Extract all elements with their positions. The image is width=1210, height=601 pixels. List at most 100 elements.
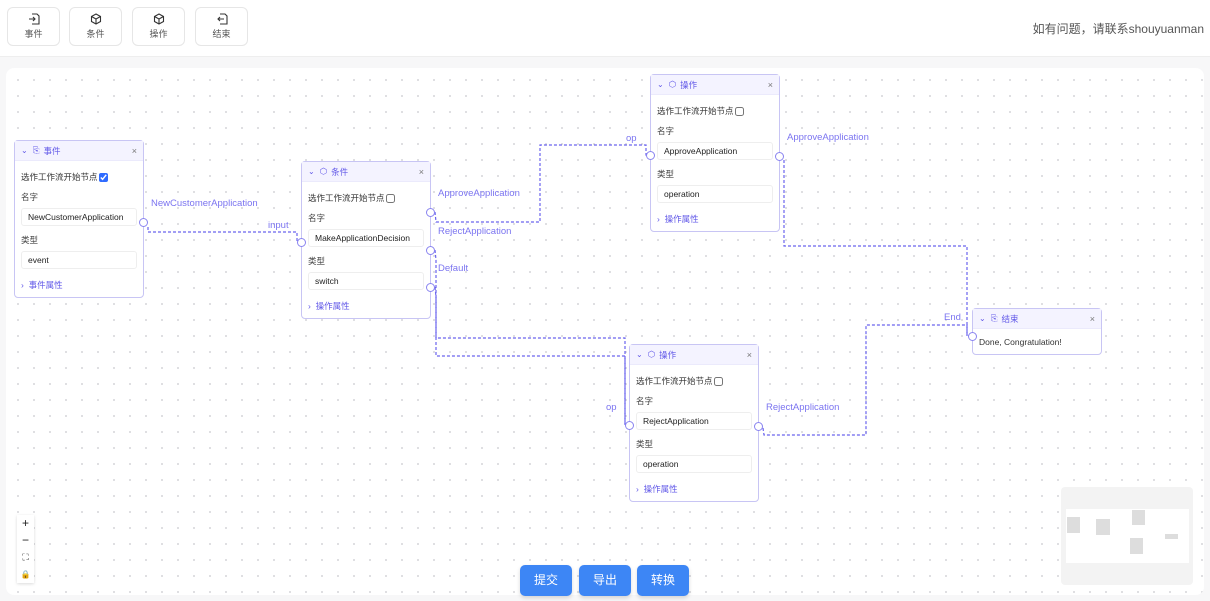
close-icon[interactable]: ×: [767, 79, 773, 90]
edge-label: End: [944, 312, 961, 323]
node-header[interactable]: ⌄ ⬡操作 ×: [630, 345, 758, 365]
properties-label: 事件属性: [28, 280, 63, 290]
input-handle[interactable]: [968, 332, 977, 341]
cube-icon: ⬡: [647, 349, 656, 359]
properties-label: 操作属性: [664, 214, 699, 224]
add-operation-button[interactable]: 操作: [132, 7, 185, 46]
zoom-in-button[interactable]: +: [21, 516, 29, 530]
properties-label: 操作属性: [643, 484, 678, 494]
zoom-out-button[interactable]: −: [21, 533, 29, 547]
node-header[interactable]: ⌄ ⬡条件 ×: [302, 162, 430, 182]
edge-label: RejectApplication: [766, 402, 840, 413]
chevron-down-icon[interactable]: ⌄: [21, 146, 28, 155]
add-event-button[interactable]: 事件: [7, 7, 60, 46]
help-text: 如有问题，请联系shouyuanman: [1032, 22, 1204, 36]
name-input[interactable]: MakeApplicationDecision: [308, 229, 424, 247]
name-label: 名字: [636, 396, 654, 406]
chevron-down-icon[interactable]: ⌄: [308, 167, 315, 176]
node-header[interactable]: ⌄ ⎘结束 ×: [973, 309, 1101, 329]
edge-label: ApproveApplication: [787, 132, 869, 143]
name-input[interactable]: NewCustomerApplication: [21, 208, 137, 226]
start-node-checkbox[interactable]: [98, 172, 108, 182]
name-input[interactable]: RejectApplication: [636, 412, 752, 430]
type-label: 类型: [657, 169, 675, 179]
fit-view-button[interactable]: ⛶: [22, 552, 29, 562]
node-title: 事件: [43, 145, 61, 156]
chevron-down-icon[interactable]: ⌄: [657, 80, 664, 89]
lock-button[interactable]: 🔒: [20, 570, 31, 579]
edge-label: op: [626, 133, 637, 144]
chevron-down-icon[interactable]: ⌄: [979, 314, 986, 323]
type-input[interactable]: operation: [636, 455, 752, 473]
output-handle[interactable]: [139, 218, 148, 227]
input-handle[interactable]: [646, 151, 655, 160]
zoom-controls: + − ⛶ 🔒: [17, 515, 34, 583]
edge-label: ApproveApplication: [438, 188, 520, 199]
cube-icon: [90, 13, 101, 25]
start-node-checkbox[interactable]: [734, 106, 744, 116]
export-button[interactable]: 导出: [579, 565, 631, 596]
minimap-node: [1130, 538, 1143, 554]
node-title: 结束: [1001, 313, 1019, 324]
event-node[interactable]: ⌄ ⎘事件 × 选作工作流开始节点 名字 NewCustomerApplicatio…: [14, 140, 148, 298]
properties-toggle[interactable]: › 事件属性: [21, 280, 63, 290]
minimap[interactable]: [1061, 487, 1193, 585]
name-input[interactable]: ApproveApplication: [657, 142, 773, 160]
type-input[interactable]: operation: [657, 185, 773, 203]
output-handle[interactable]: [775, 152, 784, 161]
reject-operation-node[interactable]: ⌄⬡操作× 选作工作流开始节点 名字 RejectApplication 类型 …: [625, 344, 763, 502]
close-icon[interactable]: ×: [1089, 313, 1095, 324]
name-label: 名字: [308, 213, 326, 223]
cube-icon: ⬡: [668, 79, 677, 89]
type-input[interactable]: event: [21, 251, 137, 269]
end-node[interactable]: ⌄ ⎘结束 × Done, Congratulation!: [968, 308, 1102, 355]
output-handle[interactable]: [754, 422, 763, 431]
input-handle[interactable]: [297, 238, 306, 247]
type-label: 类型: [21, 235, 39, 245]
condition-node[interactable]: ⌄ ⬡条件 × 选作工作流开始节点 名字 MakeApplicationDecisi…: [297, 161, 435, 319]
node-title: 操作: [659, 349, 677, 360]
properties-toggle[interactable]: › 操作属性: [636, 484, 678, 494]
type-label: 类型: [308, 256, 326, 266]
tool-label: 事件: [24, 29, 43, 39]
tool-label: 条件: [86, 29, 105, 39]
start-node-label: 选作工作流开始节点: [21, 172, 98, 182]
type-label: 类型: [636, 439, 654, 449]
minimap-viewport[interactable]: [1066, 509, 1189, 563]
name-label: 名字: [21, 192, 39, 202]
properties-toggle[interactable]: › 操作属性: [308, 301, 350, 311]
start-node-checkbox[interactable]: [385, 193, 395, 203]
output-handle-reject[interactable]: [426, 246, 435, 255]
file-import-icon: ⎘: [32, 145, 40, 155]
chevron-down-icon[interactable]: ⌄: [636, 350, 643, 359]
close-icon[interactable]: ×: [131, 145, 137, 156]
convert-button[interactable]: 转换: [637, 565, 689, 596]
node-header[interactable]: ⌄ ⎘事件 ×: [15, 141, 143, 161]
properties-toggle[interactable]: › 操作属性: [657, 214, 699, 224]
type-input[interactable]: switch: [308, 272, 424, 290]
minimap-node: [1067, 517, 1080, 533]
submit-button[interactable]: 提交: [520, 565, 572, 596]
approve-operation-node[interactable]: ⌄⬡操作× 选作工作流开始节点 名字 ApproveApplication 类型…: [646, 74, 784, 232]
node-title: 操作: [680, 79, 698, 90]
node-title: 条件: [331, 166, 349, 177]
add-condition-button[interactable]: 条件: [69, 7, 122, 46]
cube-icon: [153, 13, 164, 25]
close-icon[interactable]: ×: [746, 349, 752, 360]
properties-label: 操作属性: [315, 301, 350, 311]
start-node-label: 选作工作流开始节点: [308, 193, 385, 203]
end-message: Done, Congratulation!: [979, 337, 1062, 347]
close-icon[interactable]: ×: [418, 166, 424, 177]
output-handle-approve[interactable]: [426, 208, 435, 217]
node-header[interactable]: ⌄ ⬡操作 ×: [651, 75, 779, 95]
cube-icon: ⬡: [319, 166, 328, 176]
name-label: 名字: [657, 126, 675, 136]
output-handle-default[interactable]: [426, 283, 435, 292]
add-end-button[interactable]: 结束: [195, 7, 248, 46]
toolbar: 事件 条件 操作 结束 如有问题，请联系shouyuanman: [0, 0, 1210, 57]
start-node-checkbox[interactable]: [713, 376, 723, 386]
edge-label: op: [606, 402, 617, 413]
file-export-icon: ⎘: [990, 313, 998, 323]
minimap-node: [1096, 519, 1110, 535]
input-handle[interactable]: [625, 421, 634, 430]
